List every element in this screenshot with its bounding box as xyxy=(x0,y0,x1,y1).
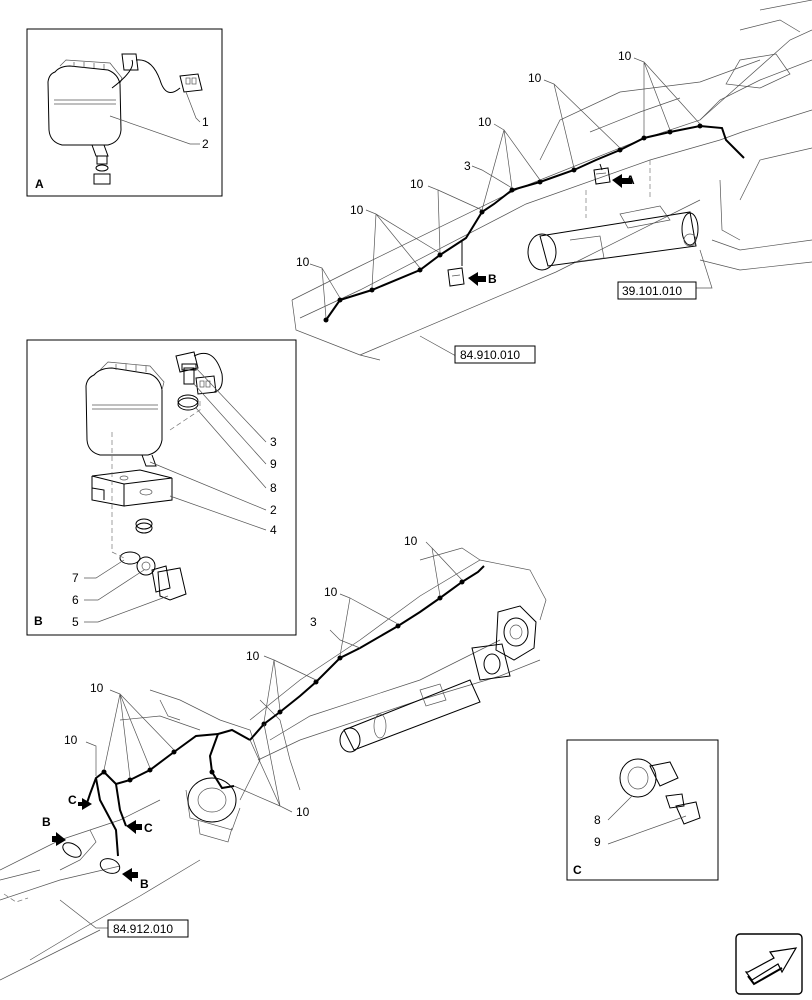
upper-boom-assembly: 10 10 10 10 10 10 3 A B 39.101.010 84.91… xyxy=(291,0,812,364)
svg-text:B: B xyxy=(488,272,497,286)
callout-main-10-l2: 10 xyxy=(324,585,338,599)
ref-39-101-010[interactable]: 39.101.010 xyxy=(622,284,682,298)
grommet-8-c xyxy=(619,758,679,798)
washers-b xyxy=(119,518,156,576)
bolt-5-b xyxy=(151,565,187,601)
lamp-b-lower-right xyxy=(99,858,121,874)
callout-b-4: 4 xyxy=(270,523,277,537)
detail-a-frame xyxy=(26,28,223,197)
callout-a-2: 2 xyxy=(202,137,209,151)
ref-box-84-912-010[interactable] xyxy=(107,919,189,938)
svg-text:B: B xyxy=(140,877,149,891)
callout-b-2: 2 xyxy=(270,503,277,517)
svg-text:C: C xyxy=(144,821,153,835)
work-lamp-b xyxy=(85,361,165,467)
callout-main-10-l1: 10 xyxy=(404,534,418,548)
callout-main-10-l3: 10 xyxy=(246,649,260,663)
callout-main-10-u4: 10 xyxy=(478,115,492,129)
detail-view-a: 1 2 A xyxy=(26,28,223,197)
callout-main-10-u1: 10 xyxy=(296,255,310,269)
harness-3-upper xyxy=(325,124,745,321)
callout-main-10-l6: 10 xyxy=(296,805,310,819)
arrow-marker-b-upper: B xyxy=(468,272,497,286)
ref-84-912-010[interactable]: 84.912.010 xyxy=(113,922,173,936)
callout-main-10-u2: 10 xyxy=(350,203,364,217)
nut-a xyxy=(93,155,111,185)
detail-a-letter: A xyxy=(35,177,44,191)
callout-b-5: 5 xyxy=(72,615,79,629)
detail-view-c: 8 9 C xyxy=(566,739,719,881)
svg-text:C: C xyxy=(68,793,77,807)
svg-text:A: A xyxy=(626,173,635,187)
callout-b-9: 9 xyxy=(270,457,277,471)
callout-main-10-u5: 10 xyxy=(528,71,542,85)
callout-main-10-u6: 10 xyxy=(618,49,632,63)
arrow-marker-a-upper: A xyxy=(612,173,635,188)
callout-b-8: 8 xyxy=(270,481,277,495)
bracket-4-b xyxy=(91,469,173,507)
detail-c-letter: C xyxy=(573,863,582,877)
grommet-8-b xyxy=(177,394,199,411)
ref-84-910-010[interactable]: 84.910.010 xyxy=(460,348,520,362)
connector-a xyxy=(121,53,203,93)
detail-view-b: 3 9 8 2 4 7 6 5 B xyxy=(26,339,297,636)
connector-b xyxy=(175,351,223,395)
callout-main-3-lower: 3 xyxy=(310,615,317,629)
callout-b-6: 6 xyxy=(72,593,79,607)
next-page-arrow-icon[interactable] xyxy=(735,933,803,995)
callout-main-10-l4: 10 xyxy=(90,681,104,695)
svg-text:B: B xyxy=(42,815,51,829)
arrow-marker-b-lower-right: B xyxy=(122,868,149,891)
detail-c-frame xyxy=(566,739,719,881)
bolt-9-b xyxy=(181,363,197,385)
callout-c-9: 9 xyxy=(594,835,601,849)
lamp-b-location xyxy=(447,267,465,287)
callout-c-8: 8 xyxy=(594,813,601,827)
harness-branch-lower xyxy=(208,728,251,790)
callout-b-7: 7 xyxy=(72,571,79,585)
lamp-b-lower-left xyxy=(62,842,82,858)
ref-box-39-101-010[interactable] xyxy=(617,281,697,300)
callout-a-1: 1 xyxy=(202,115,209,129)
lower-arm-assembly: 10 10 10 10 10 10 3 C C B B 84.912.010 xyxy=(0,534,547,981)
arrow-marker-c-lower-left: C xyxy=(68,793,92,810)
lamp-a-location xyxy=(593,167,611,185)
ref-box-84-910-010[interactable] xyxy=(454,345,536,364)
arrow-marker-b-lower-left: B xyxy=(42,815,66,846)
callout-main-3-upper: 3 xyxy=(464,159,471,173)
callout-main-10-u3: 10 xyxy=(410,177,424,191)
arrow-marker-c-lower-right: C xyxy=(126,820,153,835)
callout-b-3: 3 xyxy=(270,435,277,449)
detail-b-letter: B xyxy=(34,614,43,628)
callout-main-10-l5: 10 xyxy=(64,733,78,747)
